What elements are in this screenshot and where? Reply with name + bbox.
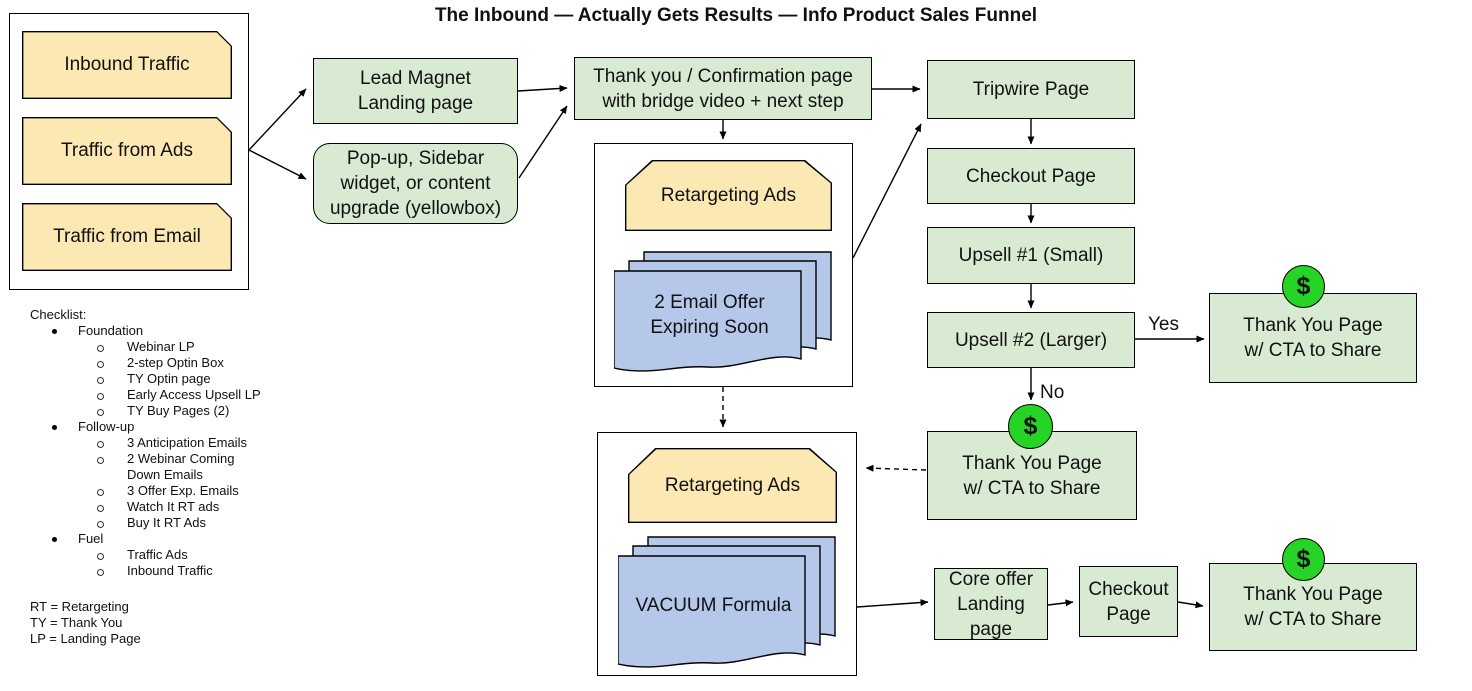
checklist-item: 3 Offer Exp. Emails [30, 483, 270, 499]
legend-line: RT = Retargeting [30, 599, 129, 614]
circle-bullet-icon [97, 568, 104, 576]
traffic-card-inbound-label: Inbound Traffic [23, 32, 230, 97]
checklist-item: Watch It RT ads [30, 499, 270, 515]
checklist-item: 3 Anticipation Emails [30, 435, 270, 451]
node-popup-widget: Pop-up, Sidebar widget, or content upgra… [313, 143, 518, 224]
traffic-card-email-label: Traffic from Email [23, 204, 230, 269]
traffic-card-ads: Traffic from Ads [22, 117, 232, 185]
node-checkout-small: Checkout Page [1079, 566, 1178, 637]
money-icon: $ [1282, 538, 1325, 581]
node-checkout-page: Checkout Page [927, 148, 1135, 204]
circle-bullet-icon [97, 440, 104, 448]
bullet-icon [52, 424, 57, 430]
node-retargeting-ads-1: Retargeting Ads [625, 160, 832, 231]
checklist-item: 2-step Optin Box [30, 355, 270, 371]
checklist-item: TY Optin page [30, 371, 270, 387]
bullet-icon [52, 328, 57, 334]
legend-line: LP = Landing Page [30, 631, 141, 646]
circle-bullet-icon [97, 520, 104, 528]
checklist-item: Traffic Ads [30, 547, 270, 563]
dollar-glyph: $ [1296, 545, 1311, 573]
node-thankyou-bottom: Thank You Page w/ CTA to Share [1209, 563, 1417, 651]
circle-bullet-icon [97, 488, 104, 496]
checklist-group: Foundation [30, 323, 270, 339]
node-retargeting-ads-2: Retargeting Ads [628, 448, 837, 523]
legend-line: TY = Thank You [30, 615, 123, 630]
circle-bullet-icon [97, 552, 104, 560]
checklist-item: Webinar LP [30, 339, 270, 355]
node-upsell-2: Upsell #2 (Larger) [927, 312, 1135, 368]
abbreviation-legend: RT = Retargeting TY = Thank You LP = Lan… [30, 599, 141, 647]
checklist-item: TY Buy Pages (2) [30, 403, 270, 419]
vacuum-doc-stack [618, 536, 836, 668]
checklist-item: 2 Webinar Coming Down Emails [30, 451, 270, 483]
node-retargeting-ads-2-label: Retargeting Ads [629, 449, 836, 522]
diagram-title: The Inbound — Actually Gets Results — In… [434, 5, 1038, 26]
node-confirmation-page: Thank you / Confirmation page with bridg… [574, 57, 872, 120]
node-tripwire-page: Tripwire Page [927, 60, 1135, 119]
checklist-group: Follow-up [30, 419, 270, 435]
bullet-icon [52, 536, 57, 542]
traffic-card-inbound: Inbound Traffic [22, 31, 232, 99]
traffic-card-email: Traffic from Email [22, 203, 232, 271]
checklist: Checklist: Foundation Webinar LP 2-step … [30, 307, 270, 579]
checklist-item: Buy It RT Ads [30, 515, 270, 531]
checklist-item: Early Access Upsell LP [30, 387, 270, 403]
node-thankyou-top: Thank You Page w/ CTA to Share [1209, 293, 1417, 383]
checklist-group: Fuel [30, 531, 270, 547]
node-core-offer: Core offer Landing page [934, 568, 1048, 640]
node-vacuum-formula: VACUUM Formula [635, 595, 792, 616]
circle-bullet-icon [97, 392, 104, 400]
circle-bullet-icon [97, 344, 104, 352]
node-retargeting-ads-1-label: Retargeting Ads [626, 161, 831, 230]
dollar-glyph: $ [1023, 412, 1038, 440]
circle-bullet-icon [97, 408, 104, 416]
node-lead-magnet: Lead Magnet Landing page [313, 58, 518, 124]
circle-bullet-icon [97, 376, 104, 384]
node-email-offer: 2 Email Offer Expiring Soon [650, 292, 769, 338]
circle-bullet-icon [97, 456, 104, 464]
circle-bullet-icon [97, 504, 104, 512]
node-thankyou-mid: Thank You Page w/ CTA to Share [927, 431, 1137, 520]
email-offer-doc-stack [614, 251, 832, 372]
node-upsell-1: Upsell #1 (Small) [927, 227, 1135, 284]
traffic-card-ads-label: Traffic from Ads [23, 118, 230, 183]
circle-bullet-icon [97, 360, 104, 368]
money-icon: $ [1282, 265, 1325, 308]
checklist-item: Inbound Traffic [30, 563, 270, 579]
checklist-title: Checklist: [30, 307, 87, 322]
dollar-glyph: $ [1296, 272, 1311, 300]
branch-label-yes: Yes [1148, 314, 1179, 335]
branch-label-no: No [1040, 382, 1065, 403]
money-icon: $ [1008, 404, 1053, 449]
